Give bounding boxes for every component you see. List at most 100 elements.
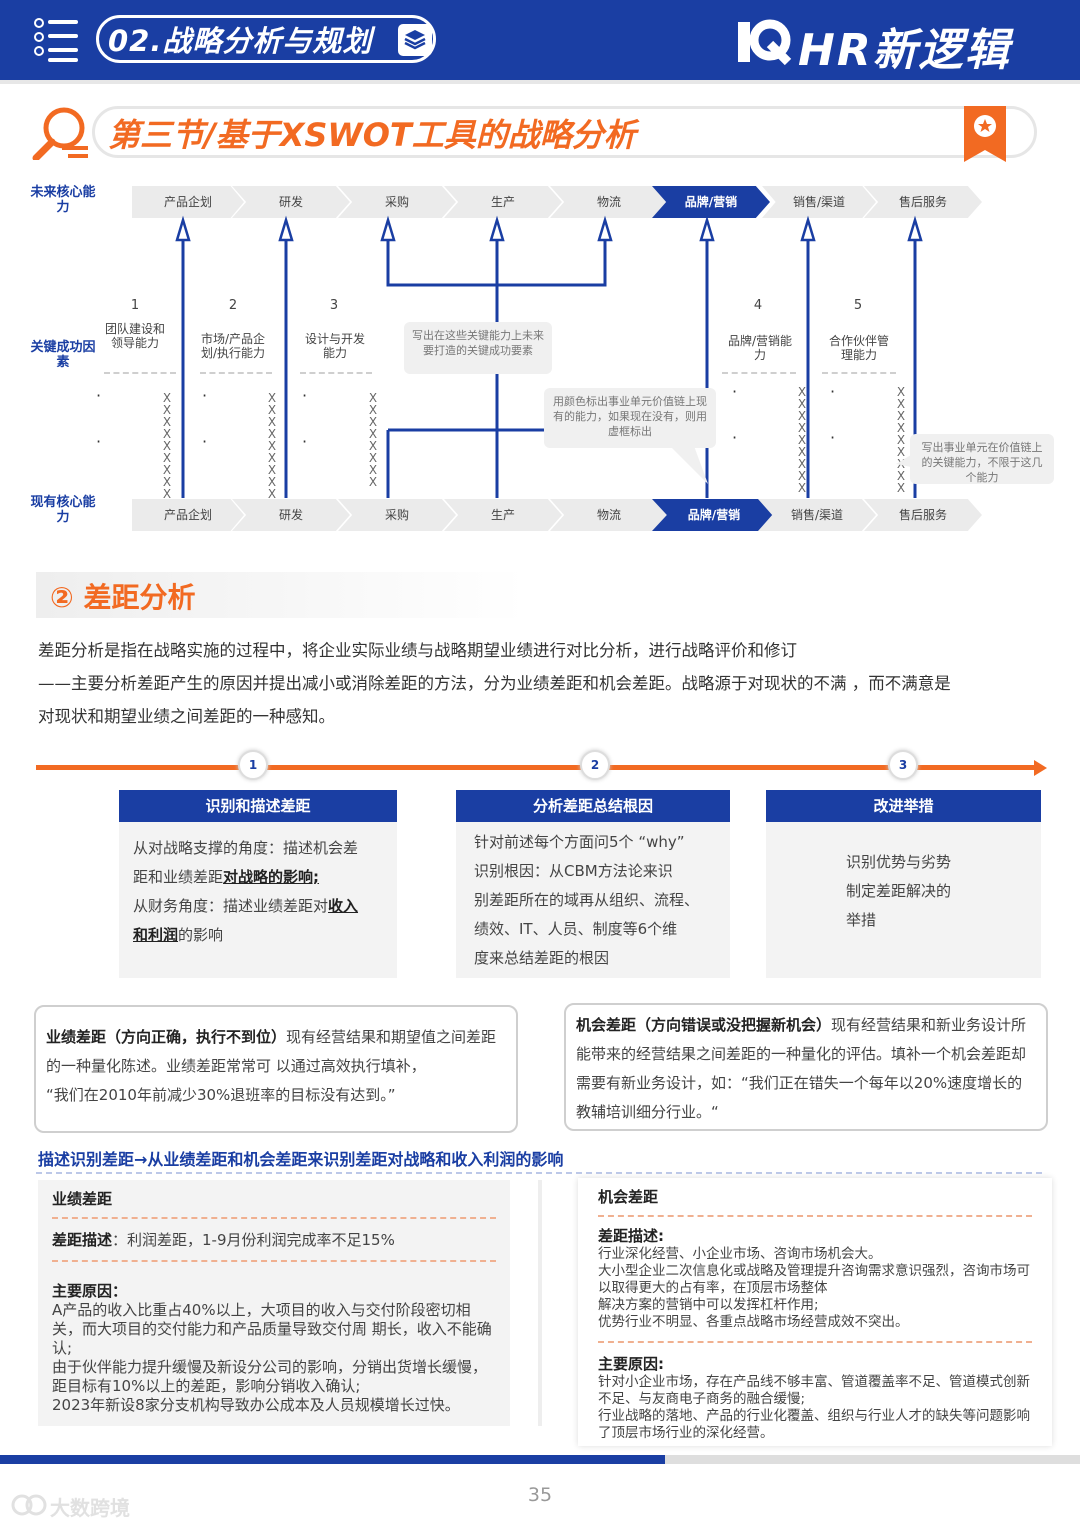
step-body: 针对前述每个方面问5个 “why” 识别根因：从CBM方法论来识 别差距所在的域… (456, 822, 730, 978)
factor-number: 1 (130, 298, 140, 313)
card-title: 机会差距（方向错误或没把握新机会） (576, 1016, 832, 1034)
x-mark: X (162, 403, 172, 417)
current-step: 研发 (232, 499, 350, 531)
future-step: 物流 (550, 186, 668, 218)
x-mark: X (368, 475, 378, 489)
future-step: 售后服务 (864, 186, 982, 218)
x-mark: X (267, 463, 277, 477)
x-mark: X (267, 403, 277, 417)
bullet-dot: · (732, 428, 738, 447)
detail-desc: 解决方案的营销中可以发挥杠杆作用; (598, 1297, 819, 1313)
bullet-dot: · (302, 432, 308, 451)
factor-label: 品牌/营销能力 (727, 334, 793, 362)
x-mark: X (797, 421, 807, 435)
x-mark: X (896, 445, 906, 459)
x-mark: X (368, 439, 378, 453)
header-divider (0, 80, 1080, 84)
section-title: 第三节/基于XSWOT工具的战略分析 (108, 116, 636, 154)
callout-note: 写出事业单元在价值链上的关键能力，不限于这几个能力 (910, 434, 1054, 484)
bullet-dot: · (96, 432, 102, 451)
card-quote: “我们正在错失一个每年以20%速度增长的教辅培训细分行业。“ (576, 1074, 1023, 1121)
x-mark: X (368, 451, 378, 465)
step-number: 2 (580, 750, 610, 780)
x-mark: X (267, 415, 277, 429)
card-quote: “我们在2010年前减少30%退班率的目标没有达到。” (46, 1086, 396, 1104)
step-title: 识别和描述差距 (119, 790, 397, 822)
step-text: 识别根因：从CBM方法论来识 (474, 862, 673, 880)
step-emphasis: 对战略的影响; (223, 868, 320, 886)
detail-desc-label: 差距描述 (598, 1227, 659, 1245)
x-mark: X (368, 403, 378, 417)
row-label-future: 未来核心能力 (30, 185, 96, 215)
timeline-bar (36, 765, 1036, 770)
current-step-highlighted: 品牌/营销 (652, 499, 776, 531)
column-divider (538, 1180, 542, 1426)
step-text: 度来总结差距的根因 (474, 949, 610, 967)
gap-paragraph-line: 对现状和期望业绩之间差距的一种感知。 (38, 707, 335, 726)
card-text: 现有经营结果和期望值之间差距的一种量化陈述。业绩差距常常可 以通过高效执行填补， (46, 1028, 497, 1075)
detail-desc-label: 差距描述 (52, 1231, 113, 1249)
detail-reason: 2023年新设8家分支机构导致办公成本及人员规模增长过快。 (52, 1396, 460, 1414)
x-mark: X (162, 487, 172, 501)
future-step: 销售/渠道 (762, 186, 876, 218)
factor-label: 合作伙伴管理能力 (828, 334, 889, 362)
bullet-dot: · (830, 382, 836, 401)
x-mark: X (896, 421, 906, 435)
factor-label: 团队建设和领导能力 (104, 322, 165, 350)
x-mark: X (267, 427, 277, 441)
card-text: 现有经营结果和新业务设计所能带来的经营结果之间差距的一种量化的评估。填补一个机会… (576, 1016, 1027, 1092)
x-mark: X (797, 445, 807, 459)
detail-desc: 大小型企业二次信息化或战略及管理提升咨询需求意识强烈，咨询市场可以取得更大的占有… (598, 1263, 1030, 1296)
bullet-dot: · (830, 428, 836, 447)
step-text: 识别优势与劣势 (846, 853, 952, 871)
section-title-box (92, 106, 1037, 158)
brand-logo-icon (738, 19, 792, 66)
step-number: 1 (238, 750, 268, 780)
factor-number: 3 (329, 298, 339, 313)
current-step: 销售/渠道 (758, 499, 876, 531)
detail-desc: 行业深化经营、小企业市场、咨询市场机会大。 (598, 1246, 882, 1262)
x-mark: X (162, 439, 172, 453)
performance-gap-detail: 业绩差距 差距描述：利润差距，1-9月份利润完成率不足15% 主要原因： A产品… (38, 1180, 510, 1426)
factor-label: 设计与开发能力 (304, 332, 365, 360)
step-text: 针对前述每个方面问5个 “why” (474, 833, 685, 851)
row-label-current: 现有核心能力 (30, 495, 96, 525)
chapter-title: 02.战略分析与规划 (108, 24, 373, 58)
detail-desc: 优势行业不明显、各重点战略市场经营成效不突出。 (598, 1314, 909, 1330)
step-text: 从对战略支撑的角度：描述机会差 (133, 839, 359, 857)
detail-reason: 针对小企业市场，存在产品线不够丰富、管道覆盖率不足、管道模式创新不足、与友商电子… (598, 1374, 1030, 1407)
bullet-dot: · (96, 386, 102, 405)
bullet-dot: · (302, 386, 308, 405)
future-step: 产品企划 (132, 186, 244, 218)
chapter-pill (96, 15, 436, 63)
x-mark: X (896, 481, 906, 495)
book-stack-icon (398, 24, 432, 56)
x-mark: X (267, 475, 277, 489)
x-mark: X (368, 427, 378, 441)
x-mark: X (162, 391, 172, 405)
x-mark: X (896, 433, 906, 447)
x-mark: X (162, 427, 172, 441)
brand-name: HR新逻辑 (798, 25, 1011, 76)
watermark-logo-icon (11, 1494, 47, 1516)
x-mark: X (368, 391, 378, 405)
footer-bar (0, 1455, 665, 1464)
magnifier-icon (32, 107, 88, 160)
detail-reason: 由于伙伴能力提升缓慢及新设分公司的影响，分销出货增长缓慢，距目标有10%以上的差… (52, 1358, 488, 1395)
callout-note: 写出在这些关键能力上未来要打造的关键成功要素 (404, 322, 552, 374)
gap-paragraph-line: ——主要分析差距产生的原因并提出减小或消除差距的方法，分为业绩差距和机会差距。战… (38, 674, 951, 693)
x-mark: X (797, 385, 807, 399)
step-title: 改进举措 (766, 790, 1041, 822)
detail-reason-label: 主要原因: (598, 1355, 664, 1373)
factor-number: 2 (228, 298, 238, 313)
step-body: 识别优势与劣势 制定差距解决的举措 (766, 822, 1041, 978)
current-step: 产品企划 (132, 499, 244, 531)
menu-icon[interactable] (34, 18, 80, 62)
callout-note: 用颜色标出事业单元价值链上现有的能力，如果现在没有，则用虚框标出 (544, 388, 716, 448)
step-text: 距和业绩差距 (133, 868, 224, 886)
x-mark: X (267, 487, 277, 501)
